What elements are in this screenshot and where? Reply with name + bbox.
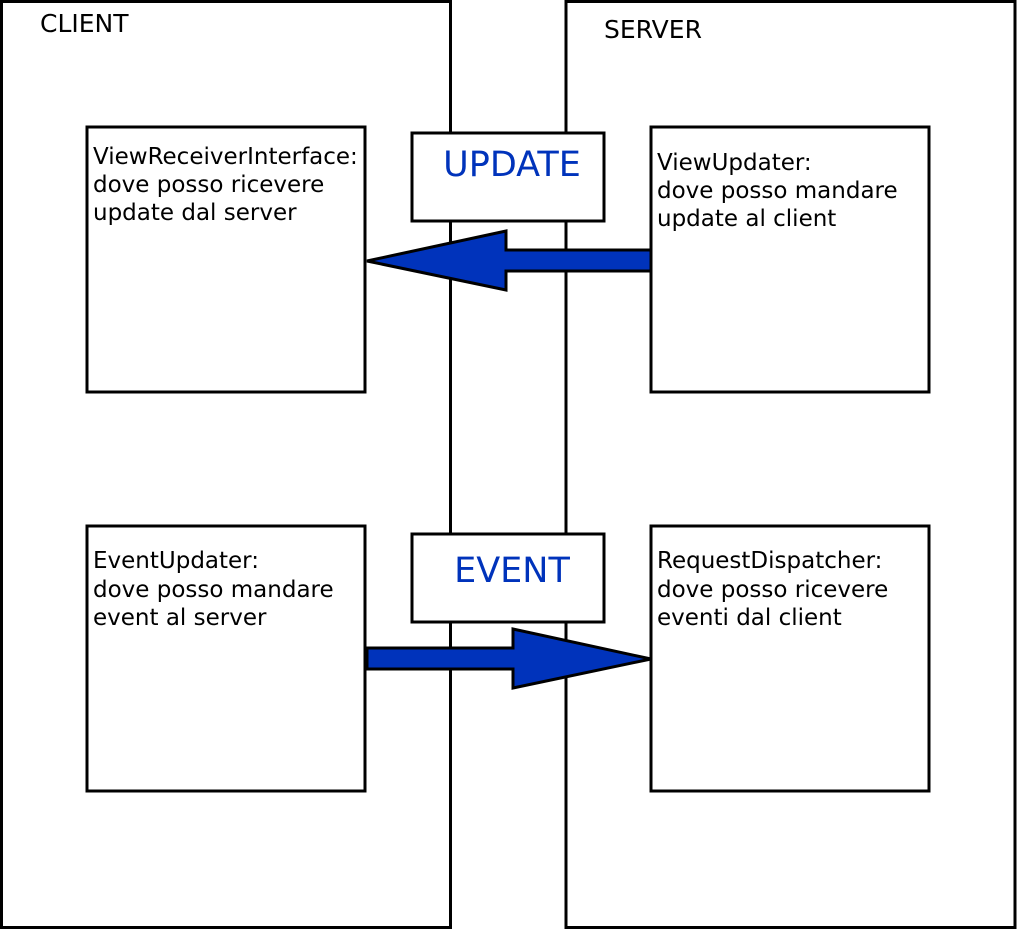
view-receiver-interface-box: ViewReceiverInterface: dove posso riceve… — [85, 125, 367, 394]
update-label-box: UPDATE — [410, 131, 606, 223]
view-updater-line2: dove posso mandare — [657, 178, 898, 204]
event-updater-box: EventUpdater: dove posso mandare event a… — [85, 524, 367, 793]
view-receiver-line1: ViewReceiverInterface: — [93, 144, 358, 170]
update-label: UPDATE — [443, 145, 581, 185]
view-receiver-line3: update dal server — [93, 200, 297, 226]
event-arrow — [365, 627, 652, 690]
event-updater-line2: dove posso mandare — [93, 577, 334, 603]
request-dispatcher-line2: dove posso ricevere — [657, 577, 888, 603]
event-updater-line3: event al server — [93, 605, 267, 631]
event-label: EVENT — [454, 551, 570, 591]
view-updater-line3: update al client — [657, 206, 836, 232]
request-dispatcher-line1: RequestDispatcher: — [657, 548, 882, 574]
client-title: CLIENT — [40, 9, 129, 38]
view-updater-line1: ViewUpdater: — [657, 150, 812, 176]
view-updater-box: ViewUpdater: dove posso mandare update a… — [649, 125, 931, 394]
request-dispatcher-line3: eventi dal client — [657, 605, 842, 631]
event-updater-line1: EventUpdater: — [93, 548, 259, 574]
view-receiver-line2: dove posso ricevere — [93, 172, 324, 198]
update-arrow — [366, 229, 653, 292]
event-label-box: EVENT — [410, 532, 606, 624]
server-title: SERVER — [604, 15, 702, 44]
request-dispatcher-box: RequestDispatcher: dove posso ricevere e… — [649, 524, 931, 793]
